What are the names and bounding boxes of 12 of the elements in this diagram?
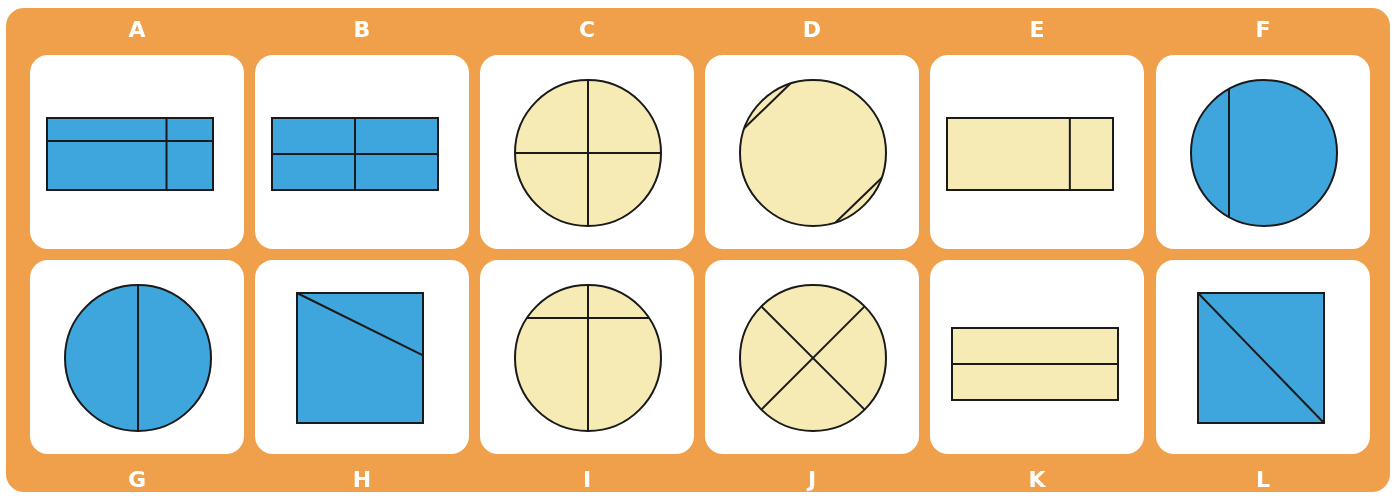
letter-label: G: [126, 468, 148, 492]
letter-label: D: [801, 18, 823, 42]
letter-label: C: [577, 18, 597, 42]
letter-label: L: [1255, 468, 1271, 492]
letter-label: B: [352, 18, 372, 42]
letter-label: J: [805, 468, 818, 492]
letter-label: F: [1254, 18, 1272, 42]
letter-label: E: [1028, 18, 1046, 42]
letter-label: I: [581, 468, 593, 492]
letter-label: H: [351, 468, 373, 492]
letter-label: K: [1027, 468, 1047, 492]
letter-label: A: [127, 18, 147, 42]
